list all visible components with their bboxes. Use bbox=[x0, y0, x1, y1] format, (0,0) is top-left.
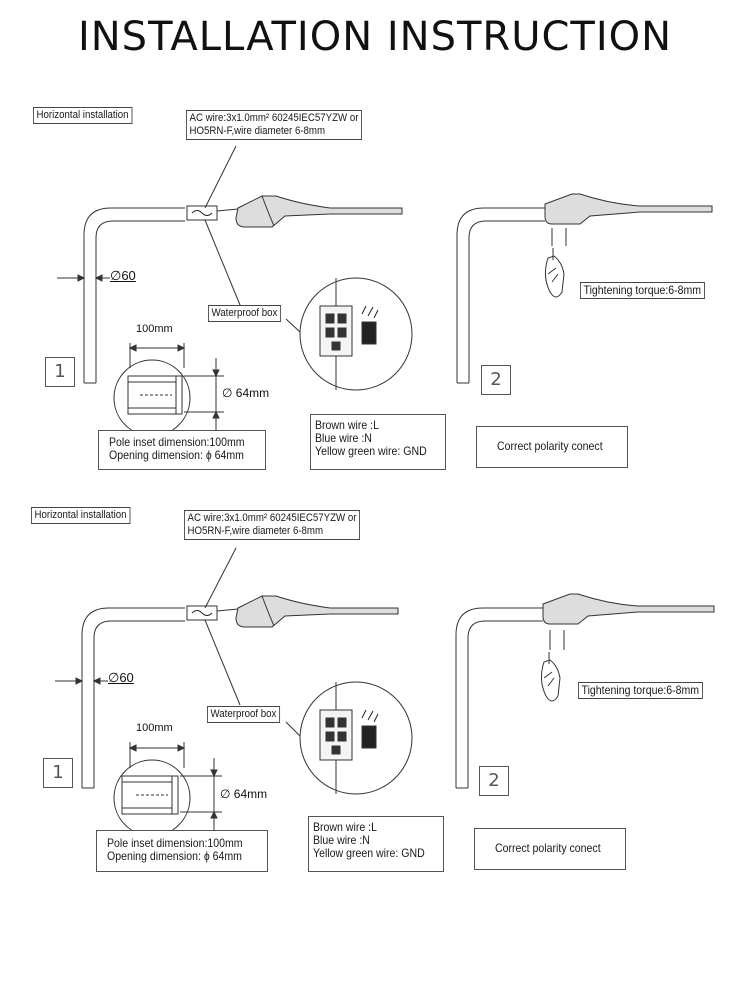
step-number-2: 2 bbox=[479, 766, 509, 796]
step-number-2: 2 bbox=[481, 365, 511, 395]
torque-label: Tightening torque:6-8mm bbox=[578, 682, 703, 699]
wire-brown: Brown wire :L bbox=[313, 820, 377, 834]
wire-yellow-green: Yellow green wire: GND bbox=[313, 846, 425, 860]
instruction-panel-bottom: Horizontal installation AC wire:3x1.0mm²… bbox=[0, 500, 750, 900]
wire-brown: Brown wire :L bbox=[315, 418, 379, 432]
wire-blue: Blue wire :N bbox=[315, 431, 372, 445]
wire-blue: Blue wire :N bbox=[313, 833, 370, 847]
ac-wire-spec: AC wire:3x1.0mm² 60245IEC57YZW or HO5RN-… bbox=[184, 510, 360, 540]
ac-wire-spec-line2: HO5RN-F,wire diameter 6-8mm bbox=[187, 525, 324, 537]
step-number-1: 1 bbox=[43, 758, 73, 788]
installation-drawing bbox=[55, 547, 715, 837]
luminaire bbox=[235, 195, 403, 228]
pole-dimensions-box: Pole inset dimension:100mm Opening dimen… bbox=[96, 830, 268, 872]
pole-dims-line2: Opening dimension: ɸ 64mm bbox=[107, 849, 242, 863]
pole-outline bbox=[81, 607, 185, 788]
opening-diameter-label: ∅ 64mm bbox=[220, 787, 268, 801]
pole-diameter-label: ∅60 bbox=[110, 268, 136, 283]
luminaire bbox=[235, 595, 399, 628]
pole-dimensions-box: Pole inset dimension:100mm Opening dimen… bbox=[98, 430, 266, 470]
waterproof-box-detail-circle bbox=[299, 277, 413, 391]
step-number-1: 1 bbox=[45, 357, 75, 387]
connector-box bbox=[186, 205, 218, 221]
inset-length-label: 100mm bbox=[136, 722, 173, 734]
inset-detail-circle bbox=[113, 359, 191, 437]
wire-color-box: Brown wire :L Blue wire :N Yellow green … bbox=[308, 816, 444, 872]
polarity-box: Correct polarity conect bbox=[476, 426, 628, 468]
torque-label: Tightening torque:6-8mm bbox=[580, 282, 705, 299]
pole-outline bbox=[83, 207, 185, 383]
polarity-label: Correct polarity conect bbox=[497, 439, 603, 453]
polarity-label: Correct polarity conect bbox=[495, 841, 601, 855]
waterproof-box-label: Waterproof box bbox=[207, 706, 280, 723]
waterproof-box-detail-circle bbox=[299, 681, 413, 795]
mode-label: Horizontal installation bbox=[33, 107, 133, 124]
inset-length-label: 100mm bbox=[136, 323, 173, 335]
hand-icon bbox=[544, 255, 565, 298]
mode-label: Horizontal installation bbox=[31, 507, 131, 524]
connector-box bbox=[186, 605, 218, 621]
wire-color-box: Brown wire :L Blue wire :N Yellow green … bbox=[310, 414, 446, 470]
hand-icon bbox=[540, 659, 561, 702]
instruction-panel-top: Horizontal installation AC wire:3x1.0mm²… bbox=[0, 100, 750, 500]
wire-yellow-green: Yellow green wire: GND bbox=[315, 444, 427, 458]
polarity-box: Correct polarity conect bbox=[474, 828, 626, 870]
pole-dims-line2: Opening dimension: ɸ 64mm bbox=[109, 448, 244, 462]
luminaire-step2 bbox=[544, 193, 713, 225]
luminaire-step2 bbox=[542, 593, 715, 625]
pole-dims-line1: Pole inset dimension:100mm bbox=[107, 836, 243, 850]
ac-wire-spec-line1: AC wire:3x1.0mm² 60245IEC57YZW or bbox=[189, 112, 359, 124]
ac-wire-spec-line1: AC wire:3x1.0mm² 60245IEC57YZW or bbox=[187, 512, 357, 524]
page-title: INSTALLATION INSTRUCTION bbox=[77, 14, 673, 60]
opening-diameter-label: ∅ 64mm bbox=[222, 386, 270, 400]
ac-wire-spec-line2: HO5RN-F,wire diameter 6-8mm bbox=[189, 125, 326, 137]
inset-detail-circle bbox=[113, 759, 191, 837]
ac-wire-spec: AC wire:3x1.0mm² 60245IEC57YZW or HO5RN-… bbox=[186, 110, 362, 140]
pole-diameter-label: ∅60 bbox=[108, 670, 134, 685]
waterproof-box-label: Waterproof box bbox=[208, 305, 281, 322]
installation-drawing bbox=[57, 145, 713, 437]
pole-dims-line1: Pole inset dimension:100mm bbox=[109, 435, 245, 449]
